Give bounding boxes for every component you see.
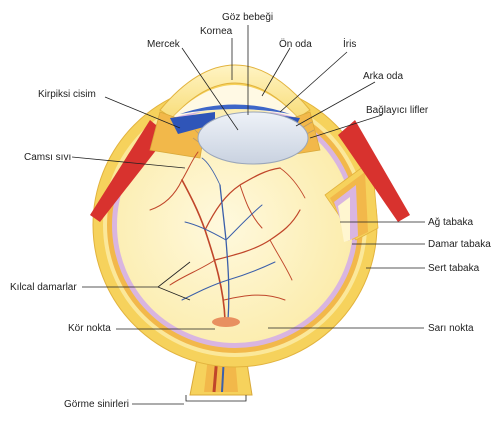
label-goz-bebegi: Göz bebeği xyxy=(222,12,273,23)
leader-mercek xyxy=(181,47,239,131)
lower-muscle xyxy=(338,120,410,222)
iris-left xyxy=(170,112,215,134)
upper-muscle xyxy=(90,120,168,222)
label-kilcal-damarlar: Kılcal damarlar xyxy=(10,282,77,293)
leader-kilcal-damarlar xyxy=(82,261,191,301)
label-gorme-sinirleri: Görme sinirleri xyxy=(64,399,129,410)
label-baglayici-lifler: Bağlayıcı lifler xyxy=(366,105,429,116)
leader-iris xyxy=(279,51,348,113)
label-damar-tabaka: Damar tabaka xyxy=(428,239,491,250)
lens xyxy=(197,111,309,165)
label-arka-oda: Arka oda xyxy=(363,71,403,82)
label-camsi-sivi: Camsı sıvı xyxy=(24,152,71,163)
leader-kirpiksi-cisim xyxy=(104,96,181,129)
cutaway-inner xyxy=(338,197,350,242)
iris-band xyxy=(180,104,290,114)
leader-baglayici-lifler xyxy=(309,114,383,139)
label-on-oda: Ön oda xyxy=(279,38,312,50)
label-sari-nokta: Sarı nokta xyxy=(428,323,474,334)
retinal-vessels xyxy=(149,151,306,321)
leader-arka-oda xyxy=(295,81,376,127)
blind-spot xyxy=(212,317,240,327)
label-ag-tabaka: Ağ tabaka xyxy=(428,217,473,228)
label-kor-nokta: Kör nokta xyxy=(68,323,111,334)
label-sert-tabaka: Sert tabaka xyxy=(428,263,480,274)
label-iris: İris xyxy=(343,37,356,50)
leader-camsi-sivi xyxy=(71,156,186,169)
leader-on-oda xyxy=(261,47,291,97)
optic-nerve-bracket xyxy=(185,395,247,402)
label-kornea: Kornea xyxy=(200,26,233,37)
label-mercek: Mercek xyxy=(147,39,181,50)
label-kirpiksi-cisim: Kirpiksi cisim xyxy=(38,89,96,100)
vitreous-body xyxy=(117,107,353,343)
